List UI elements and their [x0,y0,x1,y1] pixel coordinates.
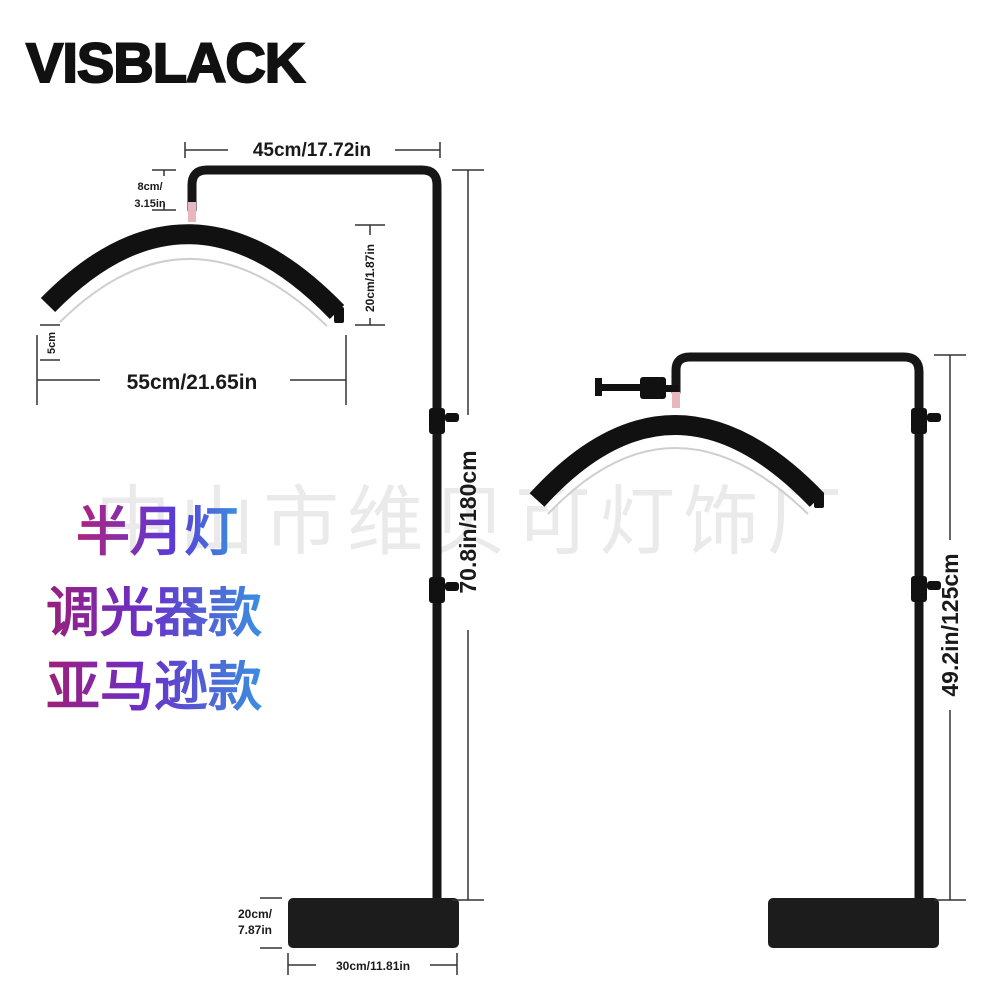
product-title-line-3: 亚马逊款 [46,655,262,718]
dimension-lines [36,142,966,975]
lamp-thickness-label: 5cm [46,332,58,354]
half-moon-lamp [529,415,825,515]
product-title-line-1: 半月灯 [76,500,238,563]
neck-height-cm-label: 8cm/ [137,181,162,193]
height-clamp [429,408,459,434]
left-stand [187,165,459,948]
watermark-text: 中山市维贝可灯饰厂 [95,477,851,566]
stand-base [768,898,939,948]
base-depth-cm-label: 20cm/ [238,907,273,921]
half-moon-lamp [40,224,345,327]
lamp-height-label: 20cm/1.87in [363,244,377,312]
stand-base [288,898,459,948]
min-height-label: 49.2in/125cm [937,553,963,696]
base-depth-in-label: 7.87in [238,923,272,937]
arm-width-label: 45cm/17.72in [253,140,371,161]
product-title-line-2: 调光器款 [46,581,262,644]
max-height-label: 70.8in/180cm [455,450,481,593]
height-clamp [429,577,459,603]
lamp-width-label: 55cm/21.65in [127,371,258,394]
neck-height-in-label: 3.15in [134,198,165,210]
phone-holder [595,377,678,399]
brand-logo: VISBLACK [25,30,306,95]
height-clamp [911,408,941,434]
height-clamp [911,576,941,602]
right-stand [595,352,941,948]
base-width-label: 30cm/11.81in [336,959,410,973]
